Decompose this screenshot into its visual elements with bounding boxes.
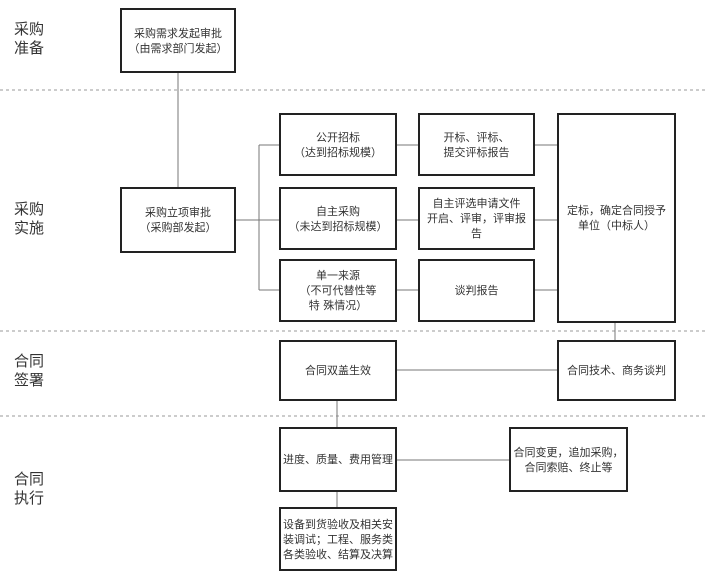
self-evaluation-box: 自主评选申请文件 开启、评审，评审报 告 bbox=[418, 187, 535, 250]
contract-negotiation-box: 合同技术、商务谈判 bbox=[557, 340, 676, 401]
acceptance-box: 设备到货验收及相关安 装调试；工程、服务类 各类验收、结算及决算 bbox=[279, 507, 397, 571]
stage-label-preparation: 采购 准备 bbox=[14, 20, 45, 57]
stage-label-signing: 合同 签署 bbox=[14, 352, 45, 389]
contract-change-box: 合同变更，追加采购， 合同索赔、终止等 bbox=[509, 427, 628, 492]
public-tender-box: 公开招标 （达到招标规模） bbox=[279, 113, 397, 176]
project-approval-box: 采购立项审批 （采购部发起） bbox=[120, 187, 236, 253]
progress-management-box: 进度、质量、费用管理 bbox=[279, 427, 397, 492]
self-procurement-box: 自主采购 （未达到招标规模） bbox=[279, 187, 397, 250]
contract-sealed-box: 合同双盖生效 bbox=[279, 340, 397, 401]
award-box: 定标，确定合同授予 单位（中标人） bbox=[557, 113, 676, 323]
bid-evaluation-box: 开标、评标、 提交评标报告 bbox=[418, 113, 535, 176]
negotiation-report-box: 谈判报告 bbox=[418, 259, 535, 322]
stage-label-execution: 合同 执行 bbox=[14, 470, 45, 507]
demand-approval-box: 采购需求发起审批 （由需求部门发起） bbox=[120, 8, 236, 73]
single-source-box: 单一来源 （不可代替性等 特 殊情况） bbox=[279, 259, 397, 322]
stage-label-implementation: 采购 实施 bbox=[14, 200, 45, 237]
